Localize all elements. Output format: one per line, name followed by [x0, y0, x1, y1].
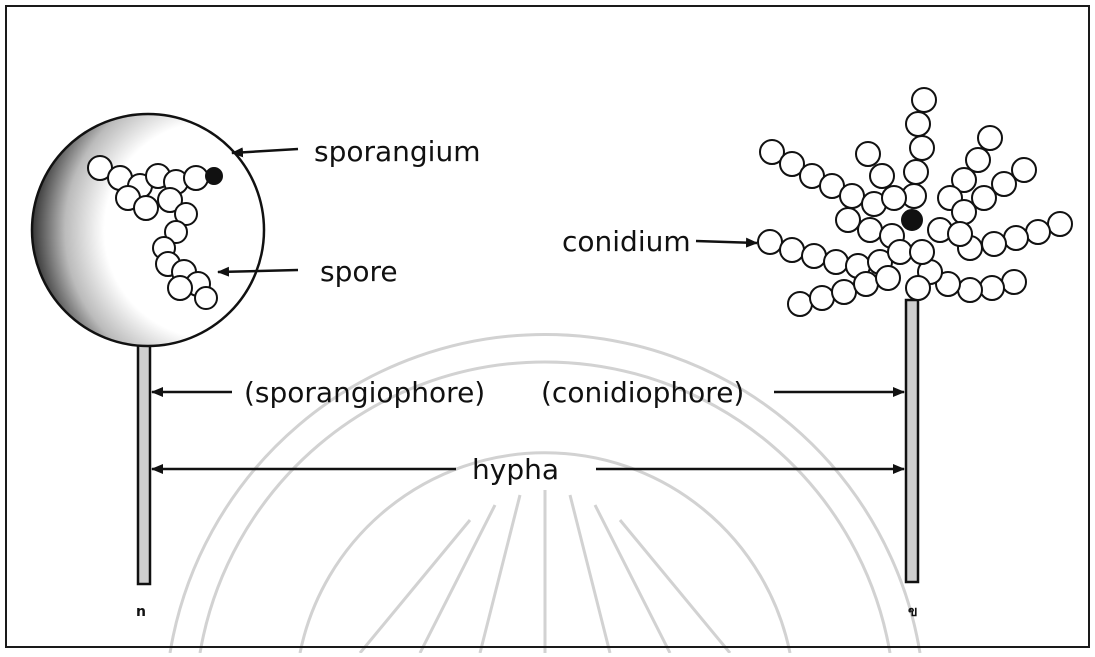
sporangiophore-label: (sporangiophore): [244, 376, 485, 409]
conidiophore-label: (conidiophore): [541, 376, 744, 409]
conidiophore-stalk: [906, 300, 918, 582]
sporangium-label: sporangium: [314, 135, 480, 168]
conidium-label: conidium: [562, 225, 691, 258]
sporangiophore-stalk: [138, 336, 150, 584]
spore-label: spore: [320, 255, 398, 288]
sporangium-arrow: [232, 149, 298, 153]
hypha-label: hypha: [472, 453, 559, 486]
right-base-mark: ข: [908, 604, 918, 620]
left-base-mark: n: [136, 604, 146, 620]
conidia-cluster: [758, 88, 1072, 316]
sporangium-structure: n: [32, 114, 264, 620]
sporangium-sac: [32, 114, 264, 346]
conidium-structure: ข: [758, 88, 1072, 620]
conidium-arrow: [696, 241, 757, 243]
